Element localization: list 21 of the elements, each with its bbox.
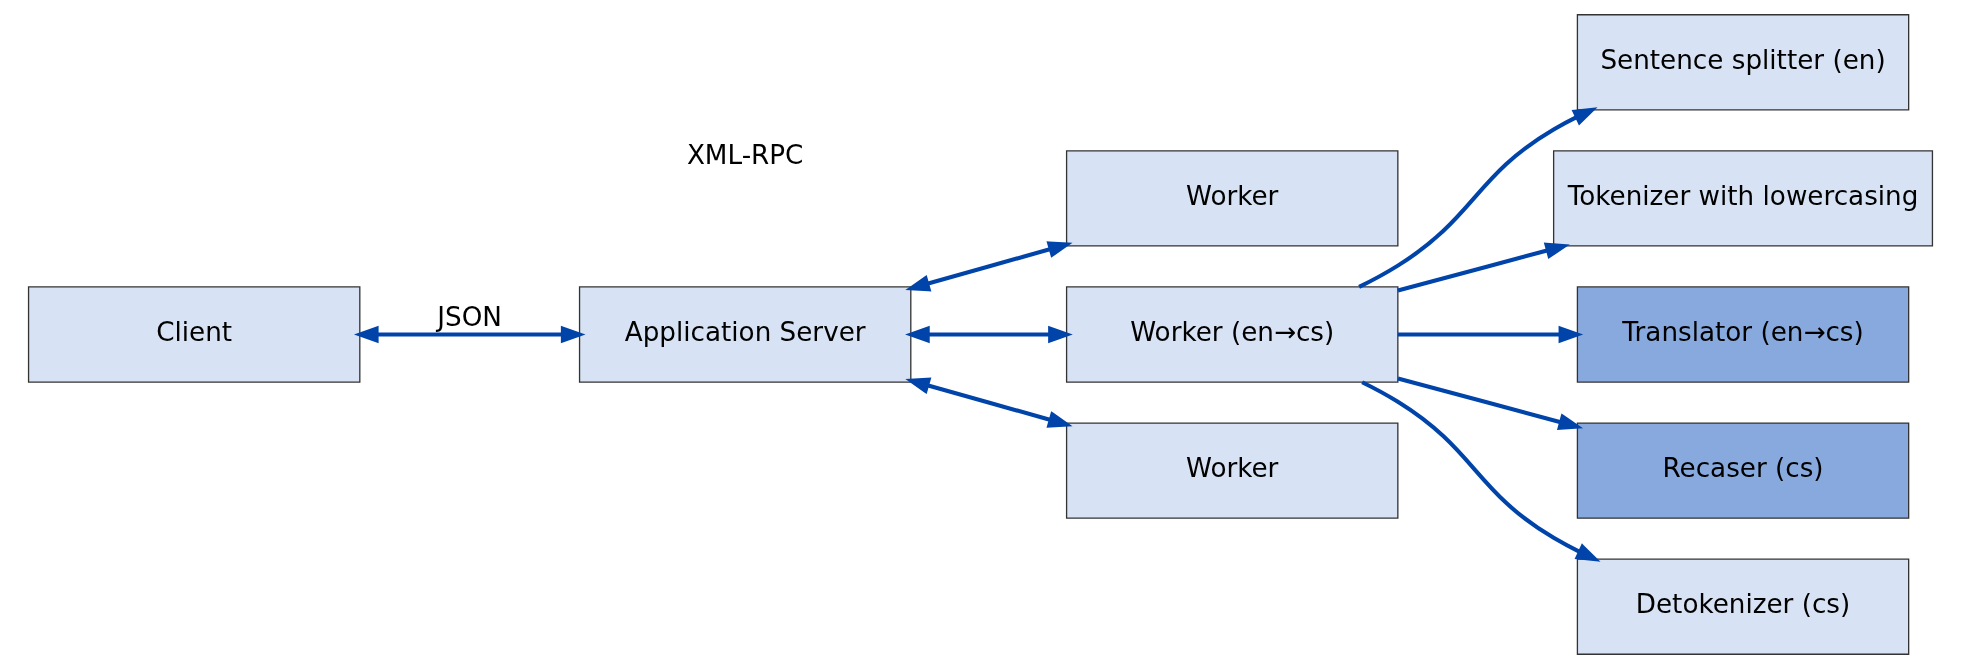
- arrow: [1361, 380, 1601, 562]
- node-box: Client: [27, 286, 361, 383]
- node-box: Sentence splitter (en): [1576, 14, 1910, 111]
- edge-label: JSON: [437, 301, 502, 332]
- arrow: [1397, 242, 1570, 293]
- arrow: [1397, 325, 1584, 344]
- arrow: [905, 241, 1073, 292]
- node-box: Translator (en→cs): [1576, 286, 1910, 383]
- node-box: Worker: [1065, 150, 1399, 247]
- node-box: Recaser (cs): [1576, 422, 1910, 519]
- arrow: [1397, 376, 1584, 431]
- node-box: Detokenizer (cs): [1576, 558, 1910, 655]
- node-box: Tokenizer with lowercasing: [1552, 150, 1934, 247]
- arrow: [905, 325, 1073, 344]
- node-box: Worker (en→cs): [1065, 286, 1399, 383]
- arrow: [1358, 107, 1598, 289]
- arrow: [353, 325, 586, 344]
- node-box: Worker: [1065, 422, 1399, 519]
- label: XML-RPC: [686, 139, 804, 170]
- arrow: [905, 377, 1073, 428]
- node-box: Application Server: [578, 286, 912, 383]
